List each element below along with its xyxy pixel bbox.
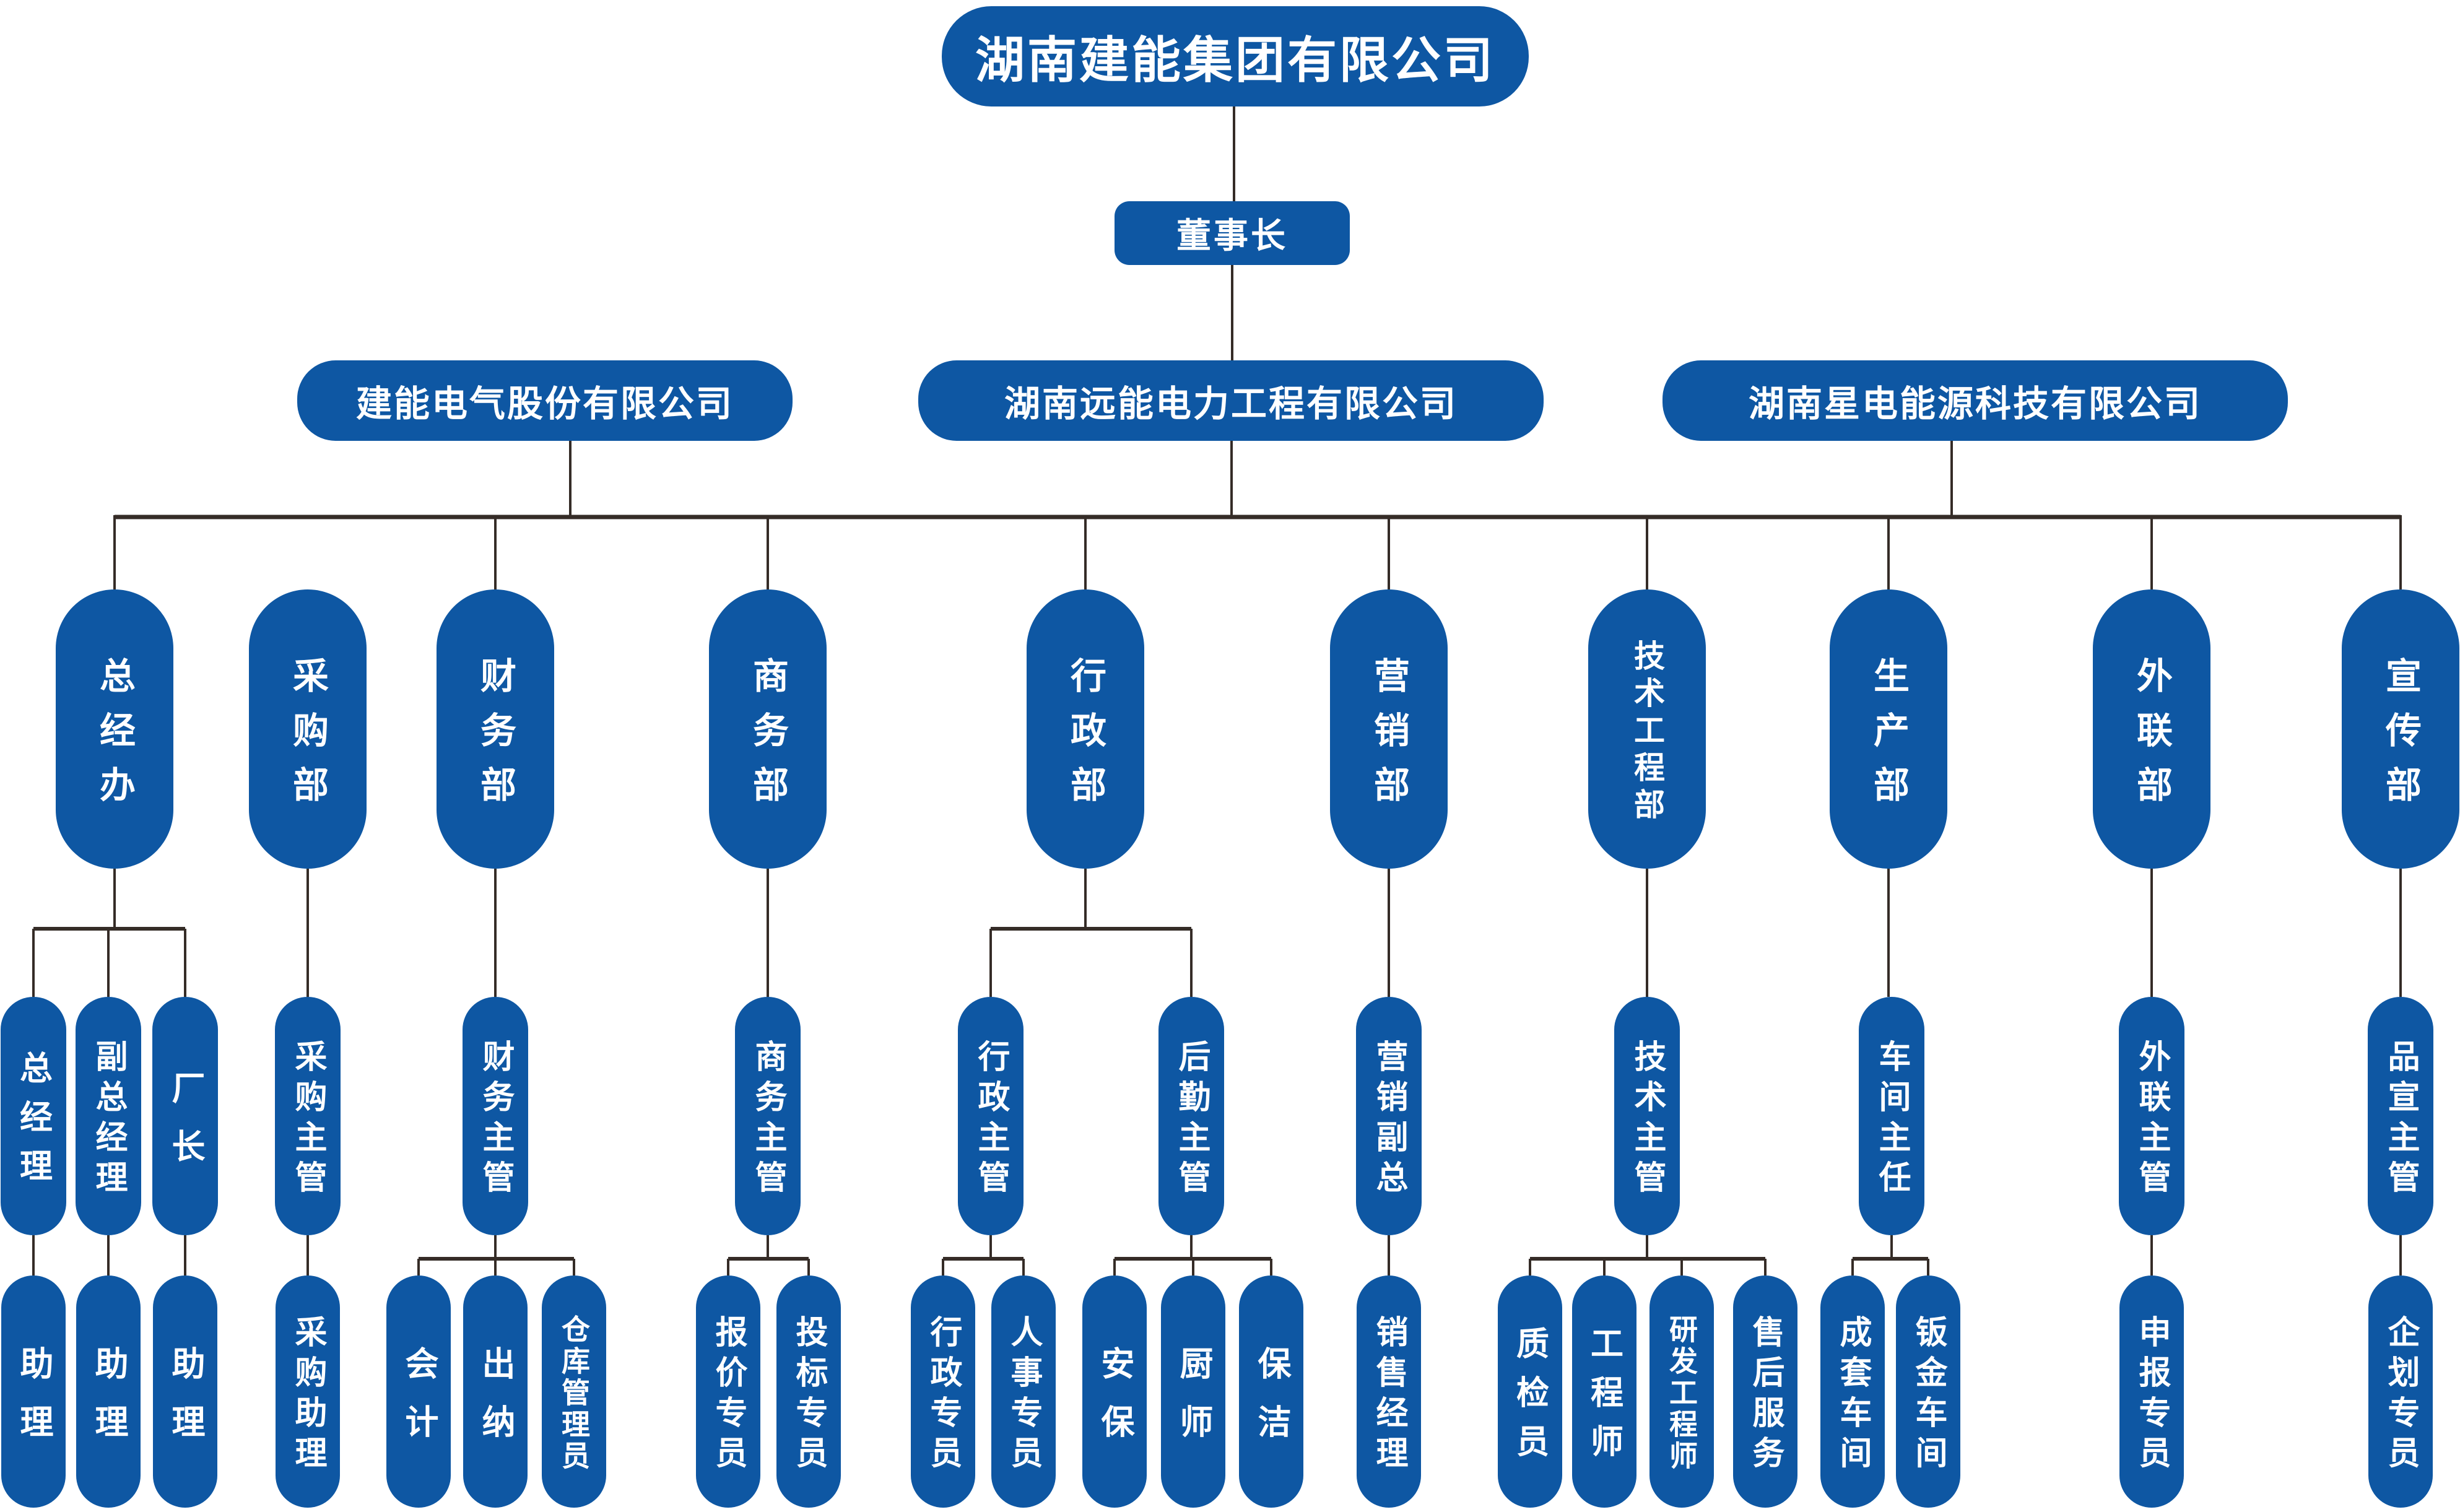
org-node-group-company: 湖南建能集团有限公司 xyxy=(942,6,1529,106)
org-node-finance-supervisor: 财务主管 xyxy=(463,997,528,1235)
org-node-procurement-assistant: 采购助理 xyxy=(276,1275,340,1508)
org-node-cashier: 出纳 xyxy=(463,1275,528,1508)
org-node-dept-production: 生产部 xyxy=(1830,589,1947,869)
org-node-commerce-supervisor: 商务主管 xyxy=(735,997,801,1235)
org-node-admin-specialist: 行政专员 xyxy=(911,1275,975,1508)
org-node-dept-administration: 行政部 xyxy=(1027,589,1144,869)
org-node-subsidiary-electric: 建能电气股份有限公司 xyxy=(297,360,793,441)
org-node-assistant-2: 助理 xyxy=(76,1275,141,1508)
org-node-technical-supervisor: 技术主管 xyxy=(1614,997,1680,1235)
org-node-cleaner: 保洁 xyxy=(1239,1275,1303,1508)
org-node-assistant-1: 助理 xyxy=(1,1275,66,1508)
org-node-cook: 厨师 xyxy=(1161,1275,1225,1508)
org-node-dept-procurement: 采购部 xyxy=(249,589,367,869)
org-node-bidding-specialist: 投标专员 xyxy=(776,1275,841,1508)
org-node-accountant: 会计 xyxy=(386,1275,451,1508)
org-node-rd-engineer: 研发工程师 xyxy=(1649,1275,1714,1508)
org-node-dept-tech-engineering: 技术工程部 xyxy=(1588,589,1706,869)
org-node-brand-publicity-supervisor: 品宣主管 xyxy=(2368,997,2433,1235)
org-node-factory-director: 厂长 xyxy=(152,997,218,1235)
org-node-logistics-supervisor: 后勤主管 xyxy=(1158,997,1224,1235)
org-node-declaration-specialist: 申报专员 xyxy=(2119,1275,2184,1508)
org-node-admin-supervisor: 行政主管 xyxy=(958,997,1024,1235)
org-node-subsidiary-energy-tech: 湖南星电能源科技有限公司 xyxy=(1662,360,2288,441)
org-node-dept-external-relations: 外联部 xyxy=(2093,589,2210,869)
org-node-subsidiary-power-engineering: 湖南远能电力工程有限公司 xyxy=(918,360,1544,441)
org-node-security-guard: 安保 xyxy=(1082,1275,1147,1508)
org-node-engineer: 工程师 xyxy=(1572,1275,1636,1508)
org-node-deputy-general-manager: 副总经理 xyxy=(76,997,141,1235)
org-node-after-sales-service: 售后服务 xyxy=(1733,1275,1797,1508)
org-node-sheet-metal-workshop: 钣金车间 xyxy=(1896,1275,1960,1508)
org-node-workshop-director: 车间主任 xyxy=(1859,997,1924,1235)
org-node-dept-general-office: 总经办 xyxy=(56,589,173,869)
org-node-dept-publicity: 宣传部 xyxy=(2342,589,2459,869)
org-node-quotation-specialist: 报价专员 xyxy=(696,1275,760,1508)
org-node-dept-finance: 财务部 xyxy=(437,589,554,869)
org-node-external-relations-supervisor: 外联主管 xyxy=(2119,997,2184,1235)
org-node-assistant-3: 助理 xyxy=(153,1275,217,1508)
chairman-label: 董事长 xyxy=(1176,216,1288,256)
org-node-chairman: 董事长 xyxy=(1115,201,1350,265)
org-node-assembly-workshop: 成套车间 xyxy=(1820,1275,1885,1508)
org-node-dept-commerce: 商务部 xyxy=(709,589,827,869)
org-node-procurement-supervisor: 采购主管 xyxy=(275,997,341,1235)
org-node-quality-inspector: 质检员 xyxy=(1498,1275,1562,1508)
org-node-hr-specialist: 人事专员 xyxy=(991,1275,1056,1508)
org-node-general-manager: 总经理 xyxy=(1,997,66,1235)
org-node-warehouse-keeper: 仓库管理员 xyxy=(542,1275,606,1508)
org-node-planning-specialist: 企划专员 xyxy=(2368,1275,2433,1508)
org-node-dept-marketing: 营销部 xyxy=(1330,589,1448,869)
org-node-sales-manager: 销售经理 xyxy=(1357,1275,1421,1508)
group-company-label: 湖南建能集团有限公司 xyxy=(975,32,1495,89)
org-node-marketing-deputy-gm: 营销副总 xyxy=(1356,997,1422,1235)
